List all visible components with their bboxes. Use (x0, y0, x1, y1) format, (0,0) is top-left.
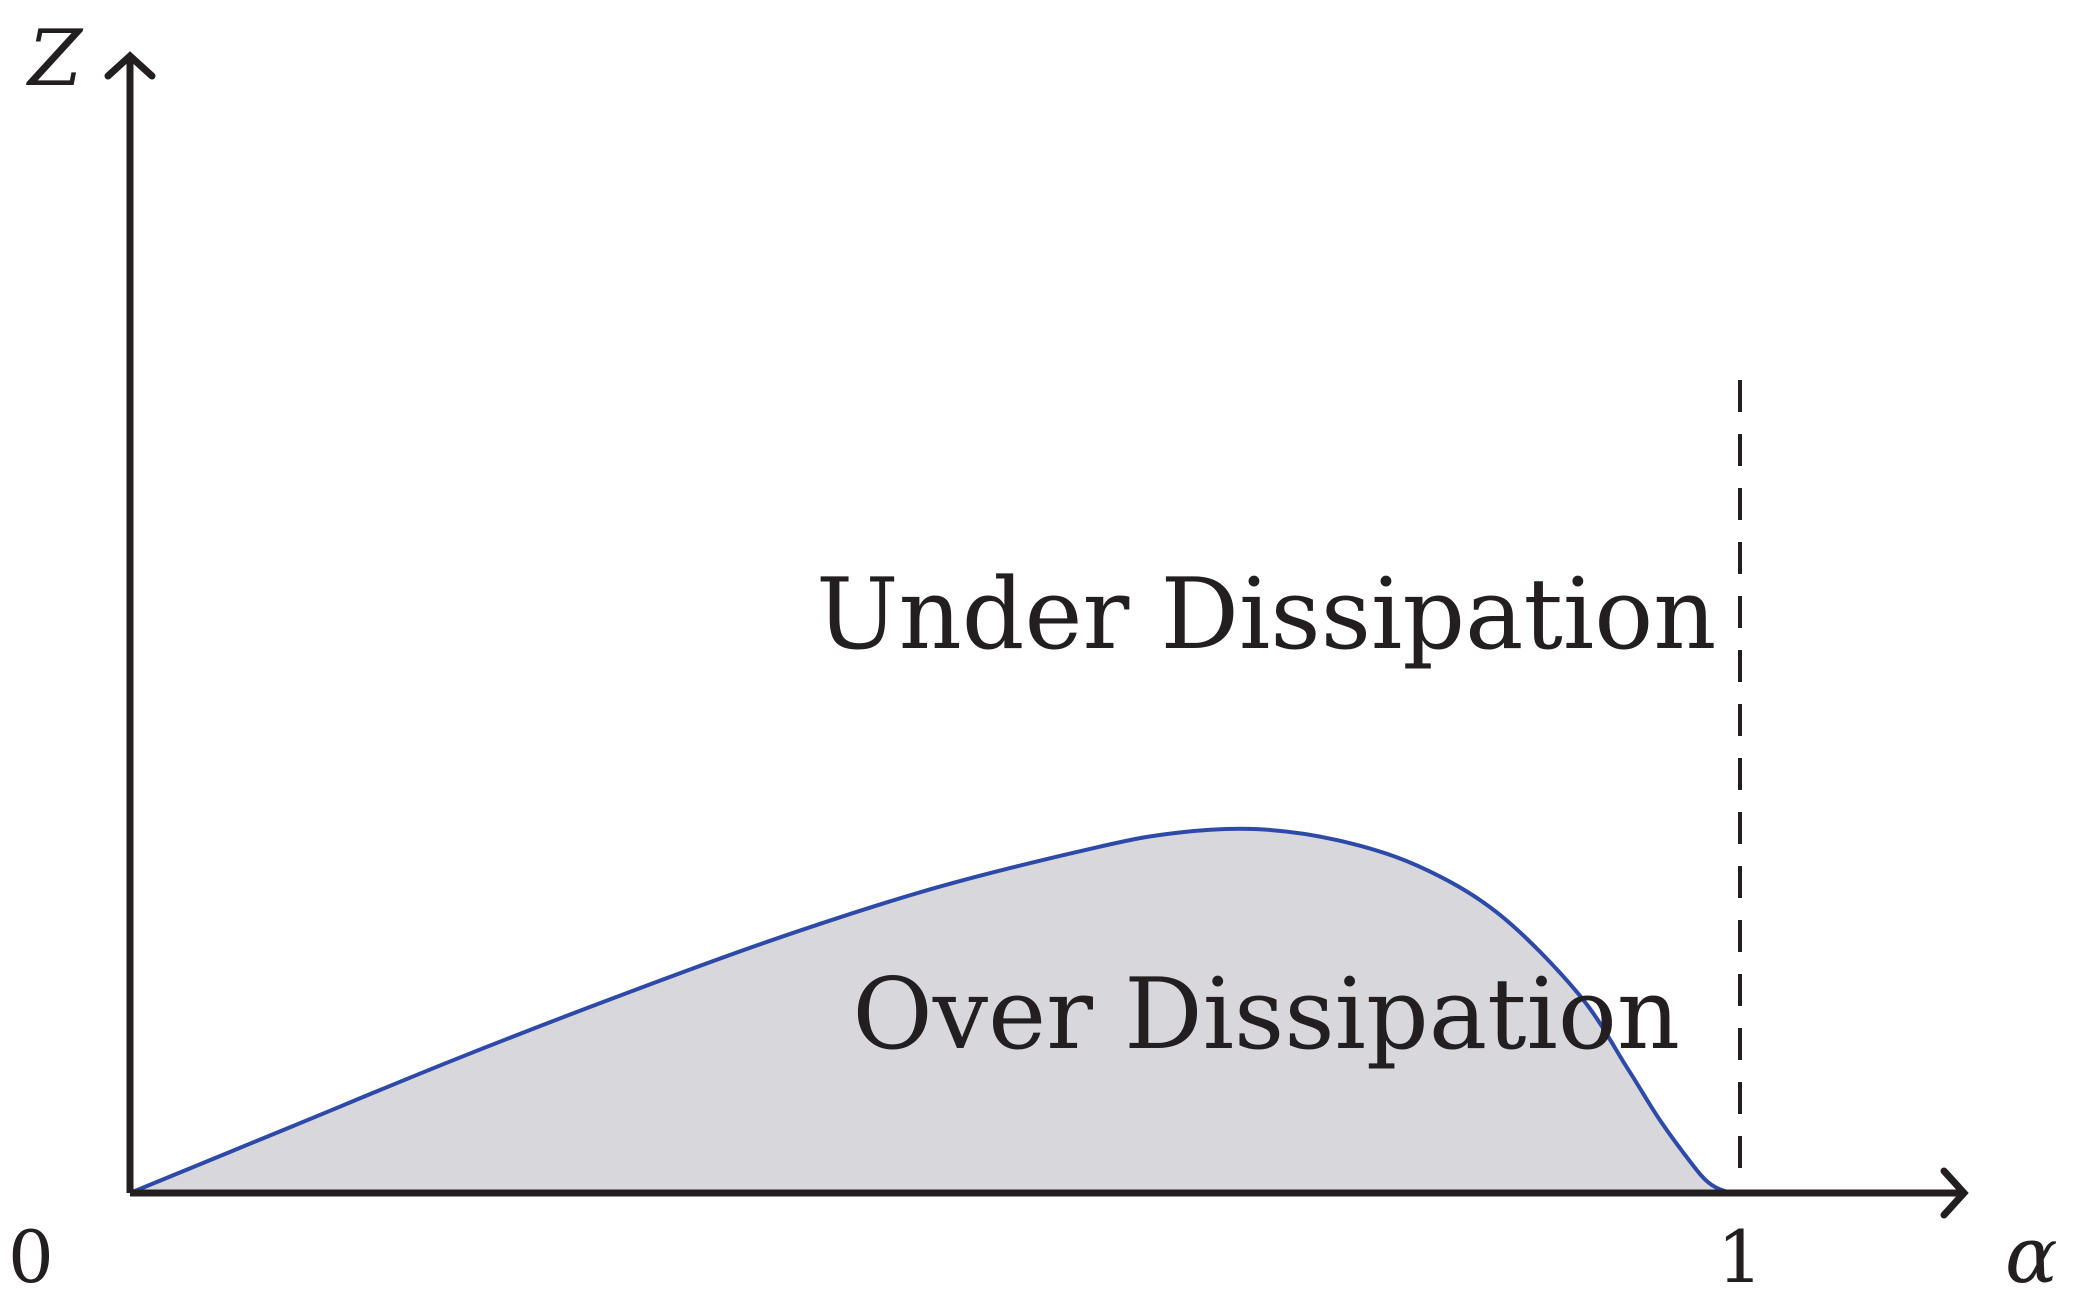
under-dissipation-label: Under Dissipation (816, 558, 1716, 672)
x-tick-label-1: 1 (1717, 1215, 1763, 1290)
x-axis-arrowhead (1940, 1167, 1969, 1219)
over-dissipation-area (130, 828, 1773, 1194)
x-tick-label-0: 0 (8, 1215, 54, 1290)
over-dissipation-label: Over Dissipation (852, 958, 1680, 1072)
boundary-curve (129, 826, 1773, 1196)
x-axis-label: α (2005, 1211, 2058, 1290)
y-axis-arrowhead (104, 51, 156, 80)
y-axis-label: Z (25, 14, 84, 104)
